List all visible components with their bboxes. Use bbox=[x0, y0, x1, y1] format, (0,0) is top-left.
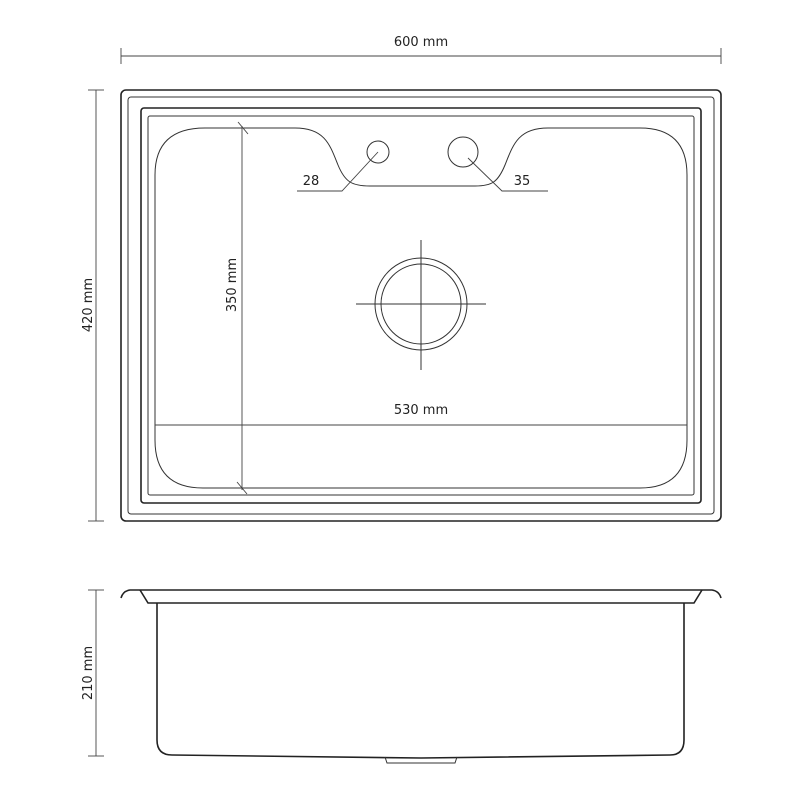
bowl-bottom-outline bbox=[154, 127, 688, 489]
hole-large-label: 35 bbox=[514, 174, 531, 189]
dimension-depth: 420 mm bbox=[81, 89, 104, 522]
tap-hole-large bbox=[447, 136, 479, 168]
rim-profile bbox=[120, 589, 722, 599]
width-label: 600 mm bbox=[394, 35, 448, 50]
rim-inner-edge bbox=[127, 96, 715, 515]
dimension-width: 600 mm bbox=[120, 35, 722, 64]
bowl-length-label: 350 mm bbox=[225, 258, 240, 312]
bowl-profile bbox=[156, 603, 685, 759]
rim-flange bbox=[139, 589, 703, 604]
outer-rim bbox=[120, 89, 722, 522]
leader-hole-large: 35 bbox=[467, 157, 548, 192]
leader-hole-small: 28 bbox=[297, 151, 379, 192]
dimension-height: 210 mm bbox=[81, 589, 104, 757]
height-label: 210 mm bbox=[81, 646, 96, 700]
hole-small-label: 28 bbox=[303, 174, 320, 189]
bowl-inner-edge bbox=[147, 115, 695, 496]
tap-hole-small bbox=[366, 140, 390, 164]
top-view bbox=[120, 89, 722, 522]
depth-label: 420 mm bbox=[81, 278, 96, 332]
bowl-width-label: 530 mm bbox=[394, 403, 448, 418]
bowl-outer-edge bbox=[140, 107, 702, 504]
drain-outlet bbox=[384, 756, 458, 764]
side-view bbox=[120, 589, 722, 764]
dimension-bowl-width: 530 mm bbox=[155, 403, 687, 426]
dimension-bowl-length: 350 mm bbox=[225, 121, 249, 495]
